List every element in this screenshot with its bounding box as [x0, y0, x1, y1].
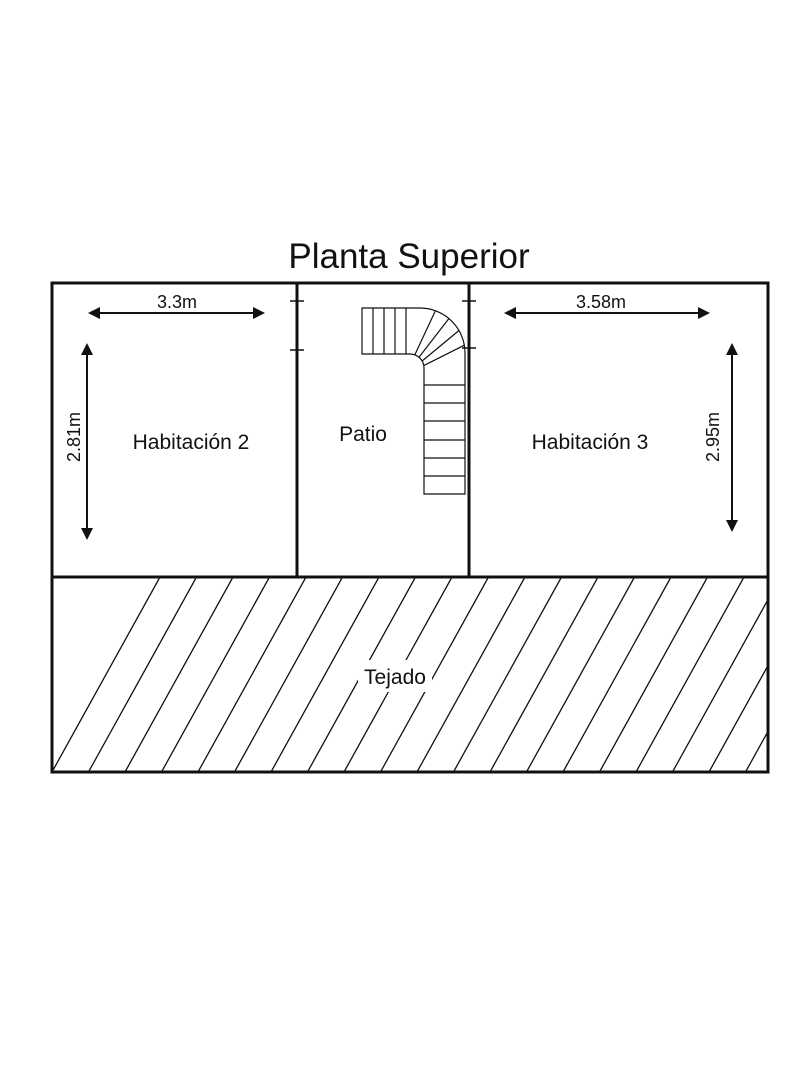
roof-hatch-line [379, 577, 490, 772]
roof-hatch-line [233, 577, 344, 772]
roof-hatch-line [270, 577, 380, 772]
roof-hatch-line [708, 664, 768, 772]
roof-hatch-line [124, 577, 234, 772]
roof-hatch-line [744, 730, 768, 772]
roof-hatch-line [671, 598, 768, 772]
roof-hatch-line [525, 577, 636, 772]
outer-wall [50, 281, 770, 774]
roof-hatch-line [87, 577, 198, 772]
roof-hatch-line [160, 577, 271, 772]
roof-hatch-line [782, 577, 810, 772]
roof-hatch-line [452, 577, 563, 772]
roof-hatching [52, 577, 810, 772]
stair-tread [421, 330, 460, 362]
dimension-label-width-habitacion-2: 3.3m [157, 292, 197, 312]
stair-tread [414, 310, 436, 356]
room-label-habitacion-3: Habitación 3 [532, 431, 649, 454]
roof-hatch-line [416, 577, 526, 772]
walls [50, 281, 770, 774]
plan-title: Planta Superior [288, 237, 530, 276]
room-label-patio: Patio [339, 423, 387, 446]
staircase [361, 307, 466, 495]
room-label-tejado: Tejado [364, 666, 426, 689]
roof-hatch-line [52, 577, 161, 772]
dimension-label-height-habitacion-3: 2.95m [703, 412, 723, 462]
roof-hatch-line [197, 577, 307, 772]
roof-hatch-line [562, 577, 672, 772]
roof-hatch-line [598, 577, 709, 772]
roof-hatch-line [635, 577, 745, 772]
roof-label-background [358, 660, 432, 692]
room-label-habitacion-2: Habitación 2 [133, 431, 250, 454]
stair-outline [361, 307, 466, 495]
stair-tread [423, 344, 465, 367]
roof-hatch-line [489, 577, 599, 772]
dimension-label-width-habitacion-3: 3.58m [576, 292, 626, 312]
stair-tread [418, 318, 450, 358]
dimension-label-height-habitacion-2: 2.81m [64, 412, 84, 462]
